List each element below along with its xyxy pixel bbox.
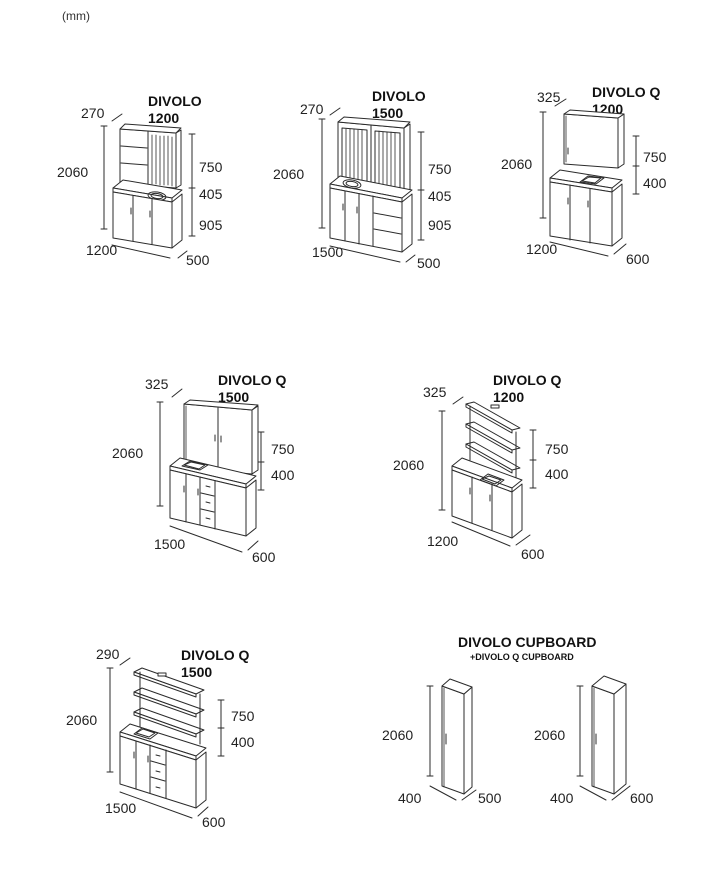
diagram-6-width: 1500	[105, 800, 137, 816]
diagram-1-height: 2060	[57, 164, 89, 180]
diagram-6-title-line1: DIVOLO Q	[181, 647, 250, 663]
diagram-3-depth: 600	[626, 251, 650, 267]
diagram-3-upper-height: 750	[643, 149, 667, 165]
diagram-5-top-depth: 325	[423, 384, 447, 400]
cupboard-left-depth: 500	[478, 790, 502, 806]
diagram-3-top-depth: 325	[537, 89, 561, 105]
cupboard-right-height: 2060	[534, 727, 566, 743]
diagram-3-base-cabinet	[550, 182, 612, 246]
diagram-6-depth: 600	[202, 814, 226, 830]
diagram-4-title-line1: DIVOLO Q	[218, 372, 287, 388]
diagram-5-depth: 600	[521, 546, 545, 562]
diagram-5-title: DIVOLO Q 1200	[493, 372, 561, 406]
diagram-6-height: 2060	[66, 712, 98, 728]
diagram-2-title-line1: DIVOLO	[372, 88, 426, 104]
diagram-6-upper-height: 750	[231, 708, 255, 724]
diagram-1-base-cabinet	[113, 192, 172, 248]
diagram-5-upper-height: 750	[545, 441, 569, 457]
diagram-3-upper-cabinet	[564, 114, 618, 168]
diagram-2-title-line2: 1500	[372, 105, 404, 121]
diagram-1-width: 1200	[86, 242, 118, 258]
diagram-2-gap-height: 405	[428, 188, 452, 204]
diagram-4-upper-height: 750	[271, 441, 295, 457]
diagram-6-title: DIVOLO Q 1500	[181, 647, 249, 681]
diagram-3-width: 1200	[526, 241, 558, 257]
unit-label: (mm)	[62, 9, 90, 23]
diagram-2-depth: 500	[417, 255, 441, 271]
diagram-1-title-line1: DIVOLO	[148, 93, 202, 109]
diagram-1-top-depth: 270	[81, 105, 105, 121]
diagram-2-width: 1500	[312, 244, 344, 260]
cupboard-left-drawing	[427, 679, 476, 800]
cupboard-left-width: 400	[398, 790, 422, 806]
diagram-1-gap-height: 405	[199, 186, 223, 202]
cupboard-right-width: 400	[550, 790, 574, 806]
diagram-1-depth: 500	[186, 252, 210, 268]
diagram-3-gap-height: 400	[643, 175, 667, 191]
diagram-2-upper-height: 750	[428, 161, 452, 177]
diagram-5-title-line2: 1200	[493, 389, 525, 405]
diagram-4-title: DIVOLO Q 1500	[218, 372, 286, 406]
cupboard-subtitle: +DIVOLO Q CUPBOARD	[470, 652, 574, 662]
diagram-1-title: DIVOLO 1200	[148, 93, 202, 127]
diagram-6-drawing	[107, 658, 224, 818]
diagram-5-height: 2060	[393, 457, 425, 473]
cupboard-right-body	[592, 686, 614, 794]
diagram-4-depth: 600	[252, 549, 276, 565]
diagram-5-width: 1200	[427, 533, 459, 549]
cupboard-left-body	[442, 686, 464, 794]
diagram-4-width: 1500	[154, 536, 186, 552]
cupboard-right-depth: 600	[630, 790, 654, 806]
diagram-4-top-depth: 325	[145, 376, 169, 392]
diagram-1-upper-height: 750	[199, 159, 223, 175]
cupboard-title: DIVOLO CUPBOARD	[458, 634, 597, 650]
diagram-2-lower-height: 905	[428, 217, 452, 233]
diagram-4-height: 2060	[112, 445, 144, 461]
diagram-6-top-depth: 290	[96, 646, 120, 662]
diagram-2-height: 2060	[273, 166, 305, 182]
diagram-6-title-line2: 1500	[181, 664, 213, 680]
diagram-6-gap-height: 400	[231, 734, 255, 750]
diagram-5-title-line1: DIVOLO Q	[493, 372, 562, 388]
diagram-2-title: DIVOLO 1500	[372, 88, 426, 122]
diagram-1-drawing	[101, 114, 195, 258]
diagram-4-gap-height: 400	[271, 467, 295, 483]
diagram-3-title-line1: DIVOLO Q	[592, 84, 661, 100]
diagram-2-drawing	[319, 108, 424, 262]
diagram-1-title-line2: 1200	[148, 110, 180, 126]
cupboard-left-height: 2060	[382, 727, 414, 743]
diagram-2-top-depth: 270	[300, 101, 324, 117]
diagram-3-drawing	[540, 99, 639, 256]
diagram-3-height: 2060	[501, 156, 533, 172]
diagram-5-gap-height: 400	[545, 466, 569, 482]
diagram-5-drawing	[439, 397, 536, 546]
diagram-1-lower-height: 905	[199, 217, 223, 233]
diagram-4-title-line2: 1500	[218, 389, 250, 405]
diagram-4-drawing	[157, 389, 264, 552]
cupboard-right-drawing	[577, 676, 630, 800]
